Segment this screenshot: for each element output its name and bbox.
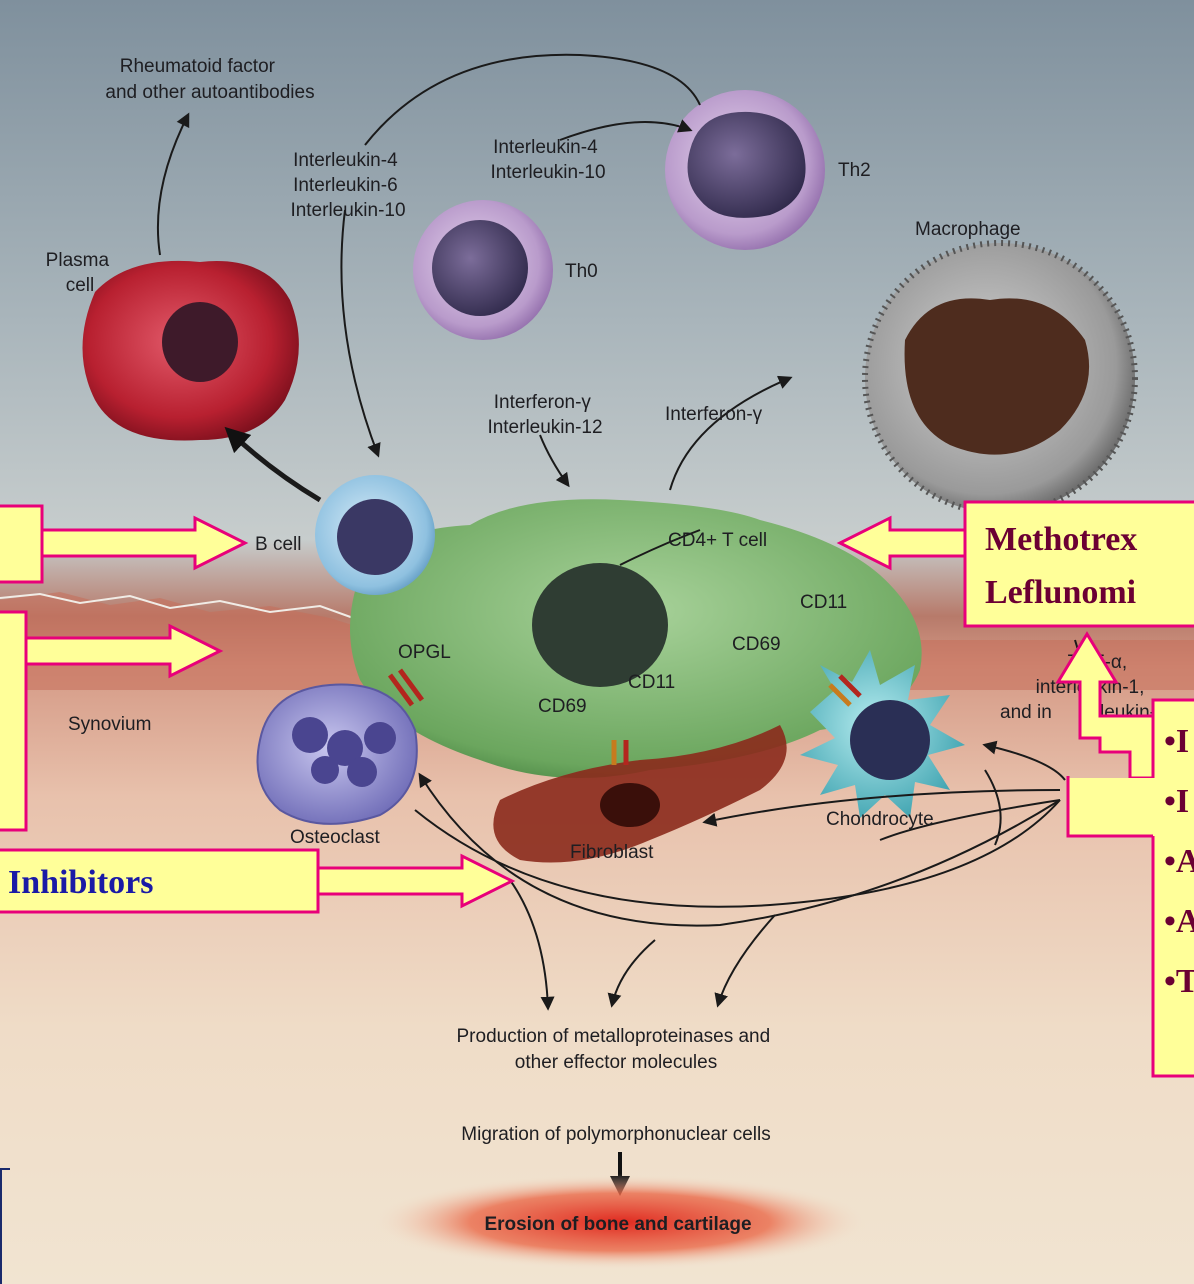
- left-callout-box-mid: [0, 612, 26, 830]
- cd4-t-cell-label: CD4+ T cell: [668, 530, 767, 551]
- cd69-right-label: CD69: [732, 634, 781, 655]
- plasma-cell: [83, 261, 299, 441]
- cd69-mid-label: CD69: [538, 696, 587, 717]
- inhibitors-label: Inhibitors: [8, 864, 154, 901]
- erosion-label: Erosion of bone and cartilage: [484, 1214, 751, 1235]
- fibroblast-label: Fibroblast: [570, 842, 654, 863]
- ifn-gamma-label: Interferon-γ: [665, 404, 763, 425]
- left-callout-box-top: [0, 506, 42, 582]
- migration-label: Migration of polymorphonuclear cells: [461, 1124, 770, 1145]
- osteoclast-cell: [258, 685, 417, 824]
- th2-label: Th2: [838, 160, 871, 181]
- cd11-mid-label: CD11: [628, 672, 675, 693]
- osteoclast-label: Osteoclast: [290, 827, 380, 848]
- cytokines-label-line3a: and in: [1000, 702, 1052, 723]
- il-4-6-10-label: Interleukin-4 Interleukin-6 Interleukin-…: [290, 150, 405, 221]
- left-border-vert: [0, 1168, 2, 1284]
- chondrocyte-label: Chondrocyte: [826, 809, 934, 830]
- th2-cell: [665, 90, 825, 250]
- cd11-right-label: CD11: [800, 592, 847, 613]
- th0-cell: [413, 200, 553, 340]
- opgl-label: OPGL: [398, 642, 451, 663]
- th0-label: Th0: [565, 261, 598, 282]
- macrophage-label: Macrophage: [915, 219, 1021, 240]
- synovium-label: Synovium: [68, 714, 151, 735]
- b-cell: [315, 475, 435, 595]
- b-cell-label: B cell: [255, 534, 301, 555]
- macrophage-cell: [865, 243, 1135, 513]
